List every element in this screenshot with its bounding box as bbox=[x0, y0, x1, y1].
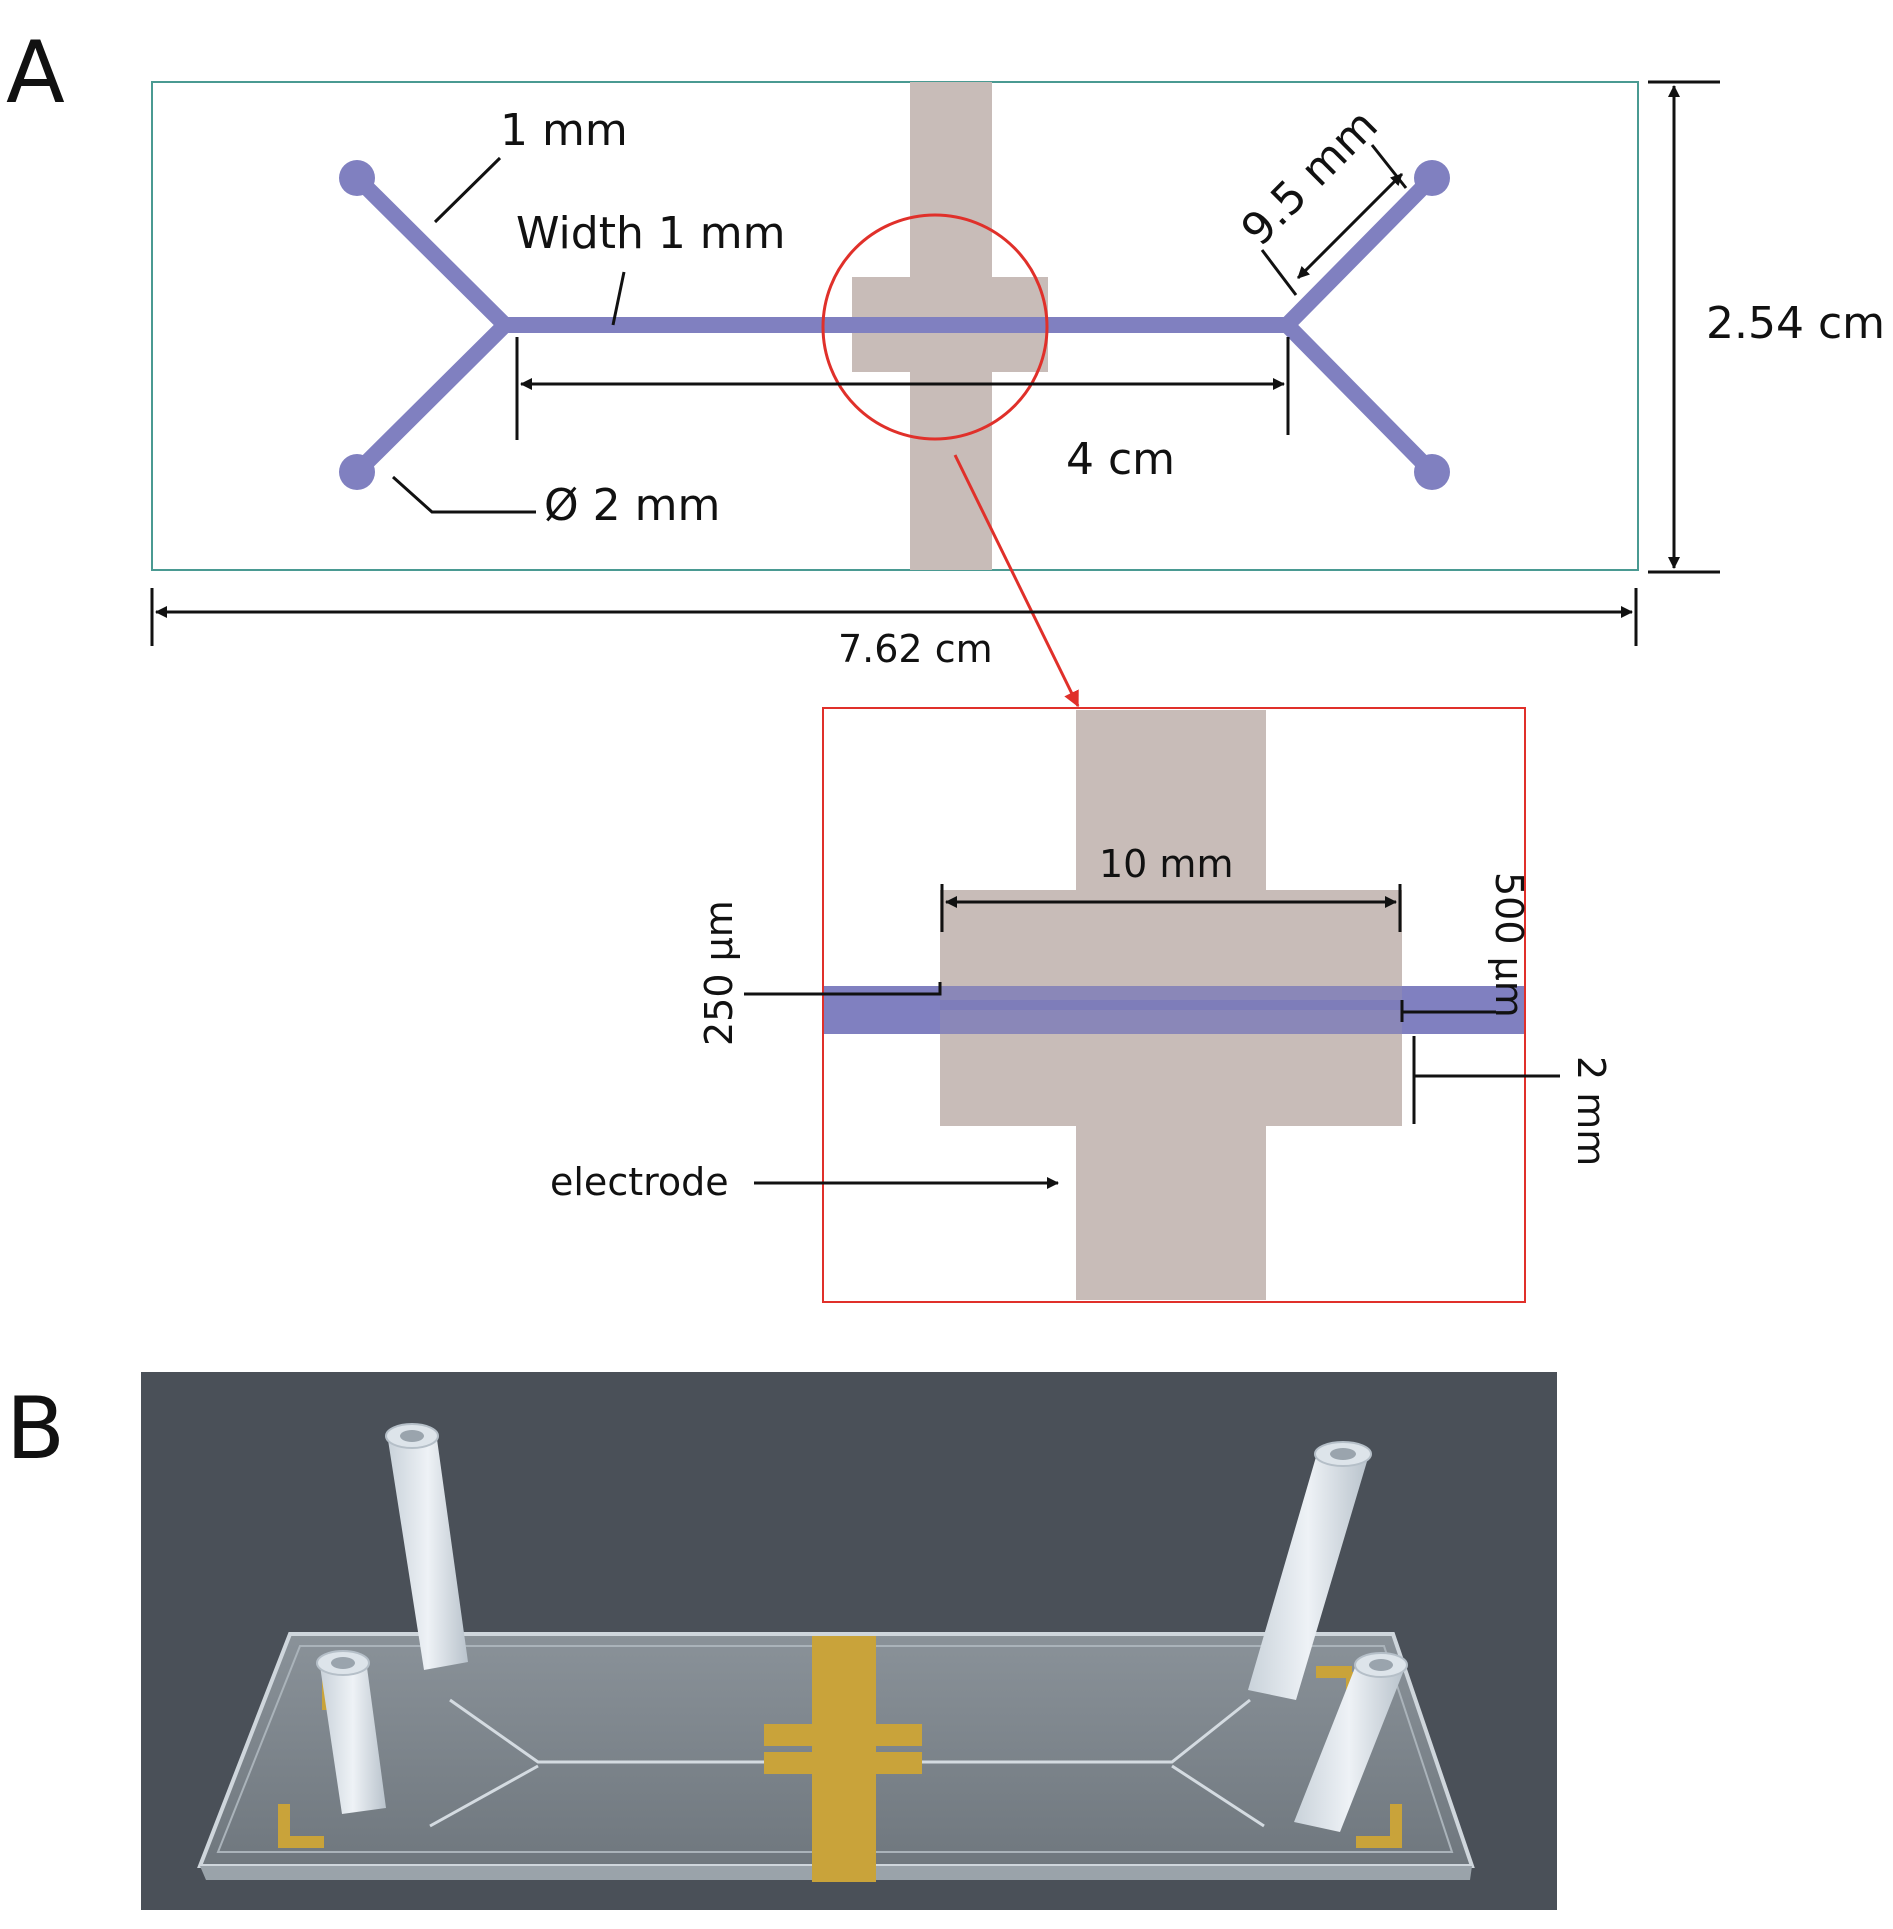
electrode-zoom-inset: 10 mm 250 µm 500 µm 2 mm electrode bbox=[550, 707, 1613, 1303]
leader-line bbox=[391, 475, 536, 514]
device-photo bbox=[141, 1372, 1557, 1910]
panel-a-label: A bbox=[6, 23, 65, 123]
port-diameter-label: Ø 2 mm bbox=[544, 480, 720, 531]
pdms-slab bbox=[216, 1645, 1454, 1853]
channel-width-label: 500 µm bbox=[1487, 872, 1531, 1018]
tubing-connector bbox=[385, 1423, 468, 1670]
microfluidic-channel bbox=[339, 160, 1450, 490]
panel-b-label: B bbox=[6, 1379, 65, 1479]
tubing-connector bbox=[316, 1650, 386, 1814]
arm-length-arrow bbox=[1296, 172, 1404, 280]
electrode-gap-label: 250 µm bbox=[697, 900, 741, 1046]
leader-line bbox=[744, 982, 942, 996]
tubing-connector bbox=[1248, 1441, 1372, 1700]
chip-schematic: 1 mm Width 1 mm 9.5 mm 2.54 cm 4 cm Ø 2 … bbox=[150, 80, 1885, 708]
dimension-tick bbox=[1370, 144, 1408, 189]
dimension-tick bbox=[1260, 249, 1298, 296]
zoom-pointer-arrow bbox=[953, 454, 1080, 708]
chip-outline bbox=[151, 81, 1639, 571]
channel-length-label: 4 cm bbox=[1066, 434, 1175, 485]
gold-electrode-pad bbox=[764, 1752, 922, 1774]
arm-length-label: 9.5 mm bbox=[1232, 100, 1388, 256]
leader-line bbox=[611, 271, 626, 326]
outlet-port bbox=[1414, 454, 1450, 490]
arm-width-label: 1 mm bbox=[500, 105, 628, 156]
electrode-gap bbox=[940, 1000, 1402, 1010]
leader-line bbox=[433, 156, 502, 224]
inlet-port bbox=[339, 160, 375, 196]
channel-width-label: Width 1 mm bbox=[516, 208, 786, 259]
zoom-highlight-circle bbox=[821, 213, 1049, 441]
outlet-port bbox=[1414, 160, 1450, 196]
electrode-label: electrode bbox=[550, 1160, 729, 1204]
photo-channel bbox=[429, 1764, 539, 1828]
chip-height-label: 2.54 cm bbox=[1706, 298, 1885, 349]
chip-length-label: 7.62 cm bbox=[838, 627, 993, 671]
photo-channel bbox=[1171, 1764, 1265, 1828]
alignment-mark bbox=[278, 1804, 324, 1848]
inlet-port bbox=[339, 454, 375, 490]
gold-electrode-pad bbox=[764, 1724, 922, 1746]
electrode-width-label: 10 mm bbox=[1099, 842, 1233, 886]
tubing-connector bbox=[1294, 1652, 1408, 1832]
electrode-overlap-label: 2 mm bbox=[1569, 1056, 1613, 1166]
alignment-mark bbox=[1356, 1804, 1402, 1848]
